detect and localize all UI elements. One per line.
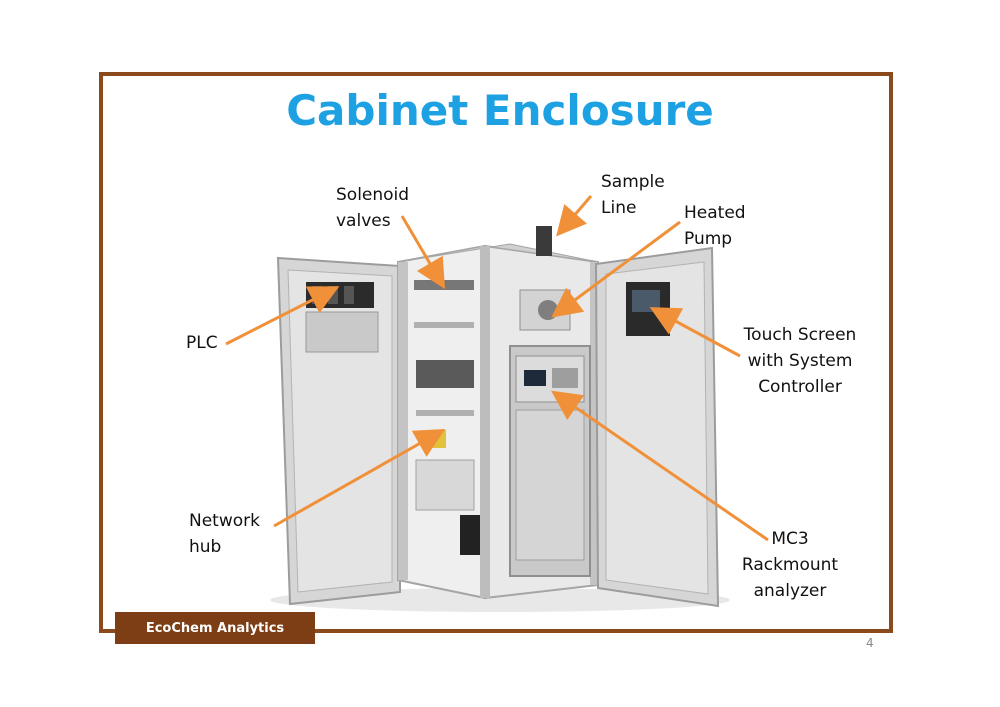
label-solenoid-valves: Solenoid valves [336, 185, 410, 231]
page-number: 4 [866, 636, 874, 650]
label-mc3-analyzer: MC3 Rackmount analyzer [741, 529, 839, 601]
footer-brand-badge: EcoChem Analytics [115, 612, 315, 644]
right-door [594, 246, 720, 608]
label-sample-line: Sample Line [601, 172, 665, 218]
arrow-solenoid [400, 215, 446, 290]
label-plc: PLC [186, 333, 218, 353]
label-touch-screen: Touch Screen with System Controller [743, 325, 857, 397]
arrow-touch-screen [649, 307, 741, 358]
arrow-heated-pump [551, 220, 681, 318]
analyzer-screen [524, 370, 546, 386]
arrow-sample-line [556, 195, 593, 237]
arrow-network-hub [273, 429, 446, 528]
slide-frame [99, 72, 893, 633]
label-heated-pump: Heated Pump [684, 203, 746, 249]
slide-title: Cabinet Enclosure [286, 86, 714, 135]
arrow-plc [225, 286, 340, 346]
label-network-hub: Network hub [189, 511, 260, 557]
left-door [276, 256, 401, 606]
cabinet-body [397, 226, 599, 600]
arrow-mc3 [551, 390, 769, 542]
